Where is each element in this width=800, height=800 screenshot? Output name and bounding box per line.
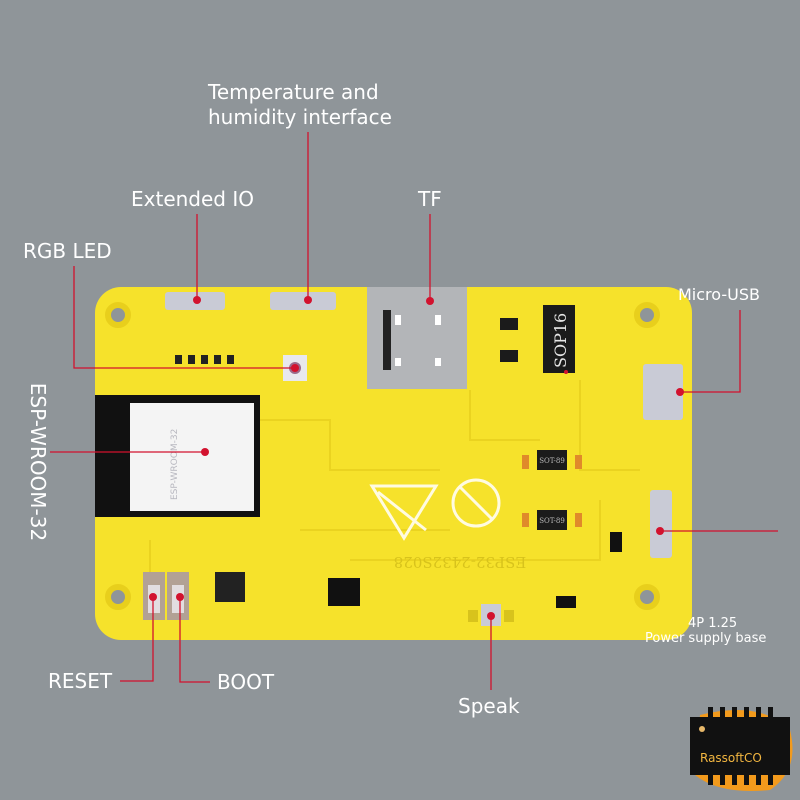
label-power-line2: Power supply base [645,631,767,646]
esp-module-text: ESP-WROOM-32 [170,429,180,500]
power-supply-connector [650,490,672,558]
leader-dots [149,296,684,620]
resistors [175,355,234,364]
label-reset: RESET [48,669,113,693]
micro-usb-port [643,364,683,420]
board-model-text: ESP32-2432S028 [394,553,527,571]
label-temp-humidity-line2: humidity interface [208,105,392,129]
leader-lines [50,132,778,690]
sop16-chip [543,305,575,373]
recycle-symbol [369,484,439,541]
regulator-1-label: SOT-89 [539,457,565,465]
label-extended-io: Extended IO [131,187,254,211]
label-micro-usb: Micro-USB [678,285,760,304]
sop16-label: SOP16 [551,313,570,368]
regulator-1 [537,450,567,470]
pb-free-symbol [451,478,501,528]
label-power-line1: 4P 1.25 [688,616,738,631]
label-speak: Speak [458,694,520,718]
regulator-2-label: SOT-89 [539,517,565,525]
mounting-holes [105,302,660,610]
label-temp-humidity-line1: Temperature and [208,80,379,104]
label-rgb-led: RGB LED [23,239,112,263]
label-tf: TF [418,187,442,211]
label-boot: BOOT [217,670,275,694]
rassoft-logo: RassoftCO [690,707,793,791]
logo-text: RassoftCO [700,751,762,765]
regulator-2 [537,510,567,530]
pcb-board [95,287,692,640]
label-esp-wroom-32: ESP-WROOM-32 [26,382,50,542]
tf-card-slot [367,287,467,389]
temp-humidity-connector [270,292,336,310]
